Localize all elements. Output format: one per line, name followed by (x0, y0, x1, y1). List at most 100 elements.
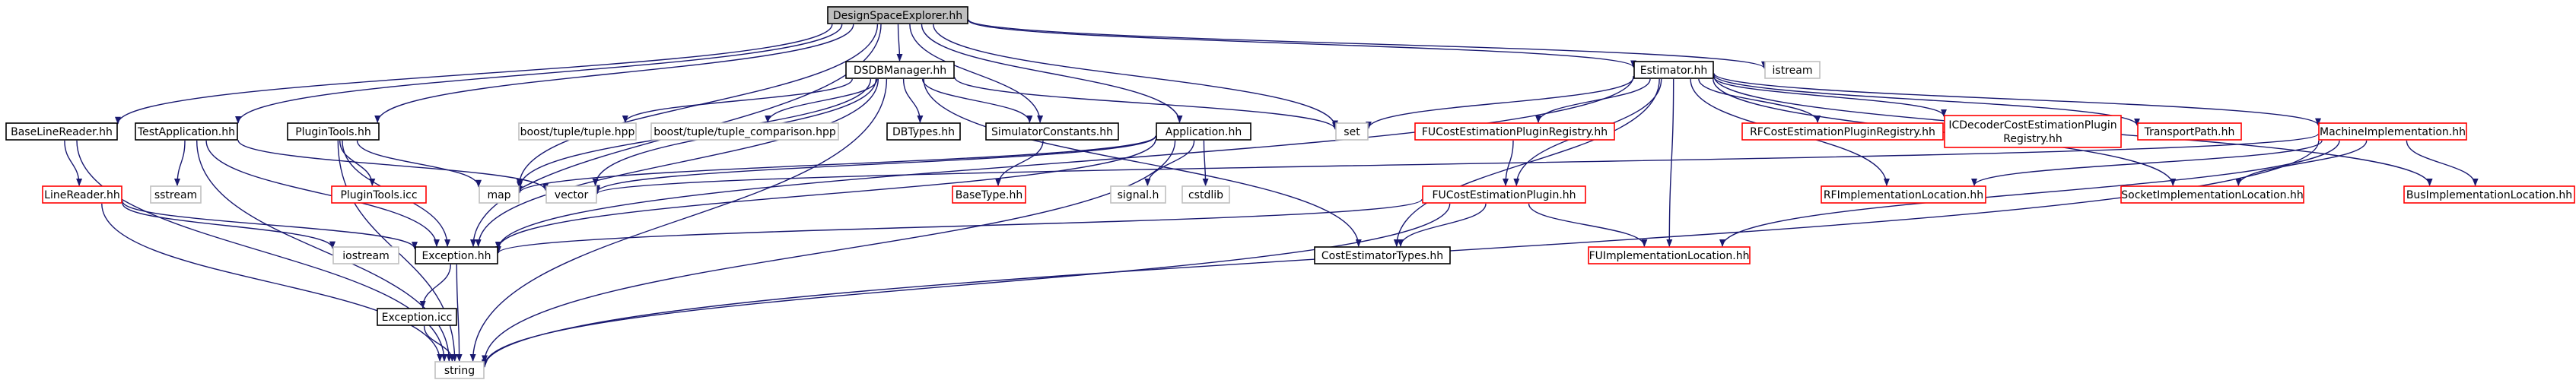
node-busimplloc[interactable]: BusImplementationLocation.hh (2403, 185, 2575, 204)
node-sstream[interactable]: sstream (150, 185, 202, 204)
node-dbtypes[interactable]: DBTypes.hh (886, 122, 961, 141)
edge-exceptionicc-to-string (423, 325, 456, 362)
node-box-plugintools (287, 122, 380, 141)
node-box-fucostreg (1414, 122, 1615, 141)
node-box-tuplecmp (650, 122, 839, 141)
edge-application-to-signal (1144, 140, 1195, 186)
node-machineimpl[interactable]: MachineImplementation.hh (2318, 122, 2467, 141)
edge-dse-to-dsdb (896, 24, 903, 62)
node-set[interactable]: set (1335, 122, 1369, 141)
node-baselinereader[interactable]: BaseLineReader.hh (5, 122, 118, 141)
node-label-linereader: LineReader.hh (44, 189, 120, 201)
node-label-vector: vector (555, 189, 589, 201)
edge-application-to-vector (594, 136, 1156, 193)
node-transportpath[interactable]: TransportPath.hh (2137, 122, 2242, 141)
node-signal[interactable]: signal.h (1110, 185, 1166, 204)
node-vector[interactable]: vector (545, 185, 597, 204)
edge-dse-to-set (933, 24, 1338, 128)
node-estimator[interactable]: Estimator.hh (1633, 61, 1714, 79)
edge-linereader-to-exception (122, 201, 418, 250)
edge-dsdb-to-exception (475, 78, 879, 247)
node-tuple[interactable]: boost/tuple/tuple.hpp (518, 122, 637, 141)
node-rfcostreg[interactable]: RFCostEstimationPluginRegistry.hh (1741, 122, 1944, 141)
node-plugintoolsicc[interactable]: PluginTools.icc (331, 185, 427, 204)
node-fuimplloc[interactable]: FUImplementationLocation.hh (1588, 246, 1751, 264)
edge-dsdb-to-set (954, 77, 1338, 130)
node-simconst[interactable]: SimulatorConstants.hh (985, 122, 1119, 141)
edge-machineimpl-to-socketimplloc (2235, 140, 2368, 186)
node-box-string (434, 361, 485, 379)
node-label-testapp: TestApplication.hh (137, 126, 235, 138)
edge-testapp-to-exception (205, 140, 440, 247)
node-label-transportpath: TransportPath.hh (2144, 126, 2235, 138)
node-label-simconst: SimulatorConstants.hh (991, 126, 1113, 138)
node-rfimplloc[interactable]: RFImplementationLocation.hh (1821, 185, 1986, 204)
edge-linereader-to-string (101, 203, 444, 362)
node-basetype[interactable]: BaseType.hh (952, 185, 1026, 204)
node-box-rfimplloc (1821, 185, 1986, 204)
edge-dsdb-to-string (469, 78, 888, 362)
node-box-fucostplugin (1422, 185, 1586, 204)
node-label-exceptionicc: Exception.icc (382, 312, 453, 324)
node-linereader[interactable]: LineReader.hh (42, 185, 122, 204)
node-box-machineimpl (2318, 122, 2467, 141)
node-dsdb[interactable]: DSDBManager.hh (845, 61, 955, 79)
node-box-icdec (1944, 115, 2122, 148)
node-label-fuimplloc: FUImplementationLocation.hh (1589, 250, 1750, 262)
edge-dsdb-to-simconst (921, 78, 1033, 123)
edge-plugintools-to-plugintoolsicc (339, 140, 376, 186)
edge-simconst-to-basetype (995, 140, 1044, 186)
node-label-rfimplloc: RFImplementationLocation.hh (1824, 189, 1983, 201)
node-label-iostream: iostream (342, 250, 390, 262)
edge-dse-to-simconst (909, 24, 1044, 123)
edge-testapp-to-sstream (174, 140, 186, 186)
edge-estimator-to-fucostreg (1535, 78, 1651, 123)
node-cstdlib[interactable]: cstdlib (1181, 185, 1230, 204)
node-testapp[interactable]: TestApplication.hh (135, 122, 238, 141)
node-map[interactable]: map (479, 185, 520, 204)
node-tuplecmp[interactable]: boost/tuple/tuple_comparison.hpp (650, 122, 839, 141)
node-exception[interactable]: Exception.hh (415, 246, 498, 264)
node-box-rfcostreg (1741, 122, 1944, 141)
node-label-dsdb: DSDBManager.hh (854, 65, 946, 77)
node-exceptionicc[interactable]: Exception.icc (377, 308, 457, 326)
node-box-exception (415, 246, 498, 264)
edge-dse-to-testapp (235, 24, 843, 124)
node-box-sstream (150, 185, 202, 204)
edge-exception-to-string (456, 264, 463, 362)
node-label-application: Application.hh (1166, 126, 1242, 138)
node-box-fuimplloc (1588, 246, 1751, 264)
edge-estimator-to-set (1366, 77, 1634, 129)
node-label-set: set (1344, 126, 1360, 138)
node-application[interactable]: Application.hh (1156, 122, 1251, 141)
node-socketimplloc[interactable]: SocketImplementationLocation.hh (2120, 185, 2304, 204)
node-box-istream (1764, 61, 1821, 79)
edge-estimator-to-machineimpl (1713, 72, 2321, 126)
edge-application-to-map (517, 135, 1156, 194)
node-label-tuplecmp: boost/tuple/tuple_comparison.hpp (654, 126, 836, 138)
node-fucostreg[interactable]: FUCostEstimationPluginRegistry.hh (1414, 122, 1615, 141)
node-box-costesttypes (1314, 246, 1451, 264)
node-string[interactable]: string (434, 361, 485, 379)
node-box-application (1156, 122, 1251, 141)
node-plugintools[interactable]: PluginTools.hh (287, 122, 380, 141)
node-dse[interactable]: DesignSpaceExplorer.hh (827, 6, 968, 24)
edge-application-to-string (482, 140, 1176, 363)
node-label-cstdlib: cstdlib (1188, 189, 1223, 201)
node-fucostplugin[interactable]: FUCostEstimationPlugin.hh (1422, 185, 1586, 204)
node-box-map (479, 185, 520, 204)
edge-fucostplugin-to-exception (495, 198, 1423, 254)
node-box-transportpath (2137, 122, 2242, 141)
node-iostream[interactable]: iostream (332, 246, 399, 264)
node-costesttypes[interactable]: CostEstimatorTypes.hh (1314, 246, 1451, 264)
edge-exception-to-exceptionicc (419, 264, 451, 309)
edge-estimator-to-exception (495, 76, 1634, 250)
edge-dse-to-plugintools (374, 24, 854, 123)
node-box-dsdb (845, 61, 955, 79)
edge-estimator-to-fuimplloc (1666, 78, 1674, 247)
node-label-basetype: BaseType.hh (956, 189, 1022, 201)
node-istream[interactable]: istream (1764, 61, 1821, 79)
